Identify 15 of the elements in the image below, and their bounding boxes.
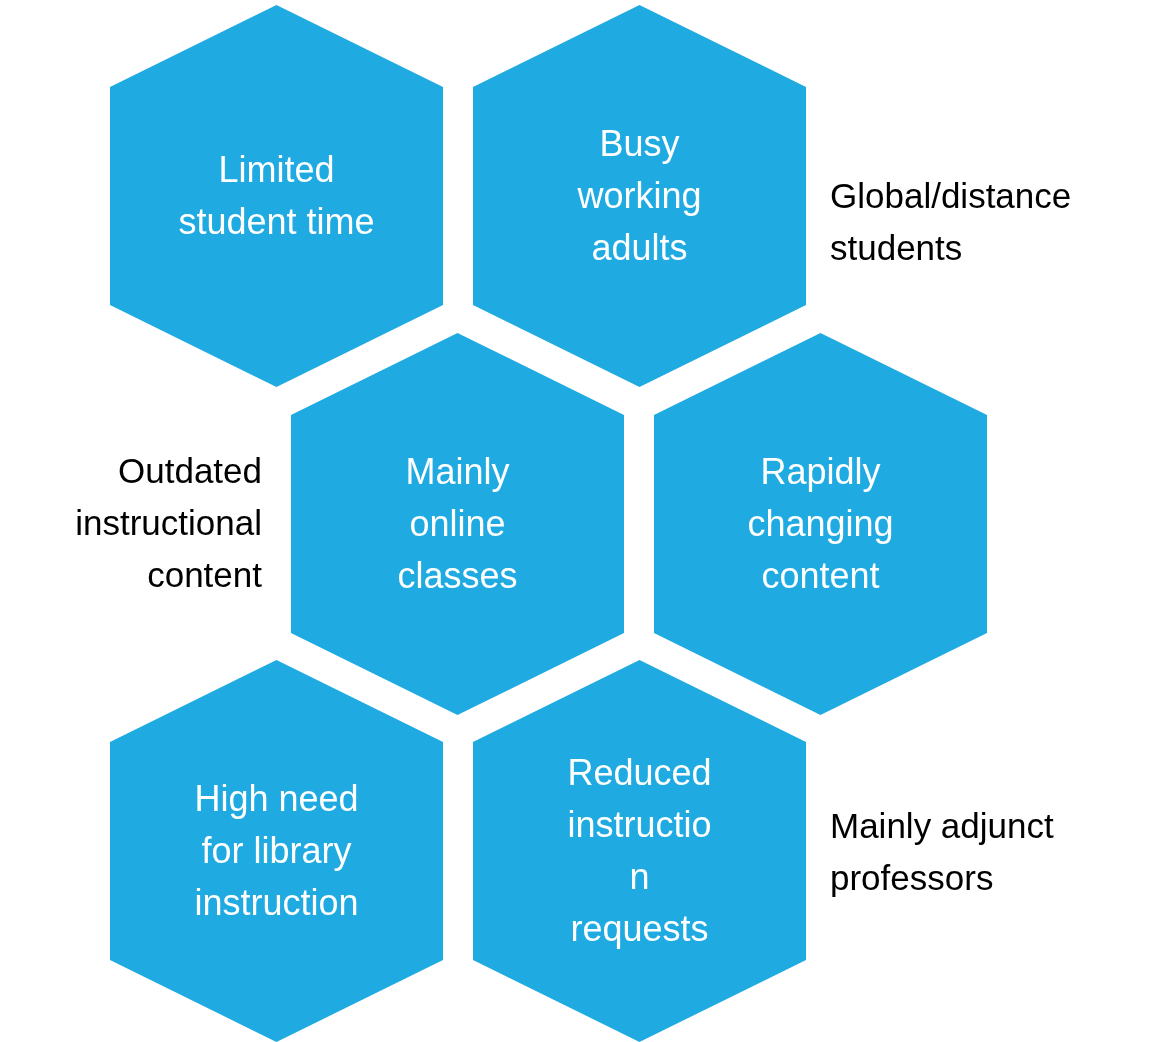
side-caption: Global/distance students [830,175,1073,269]
hexagon-label: Reduced instructio n requests [566,751,713,951]
hexagon-label: Limited student time [177,148,376,244]
hexagon [654,333,987,715]
hexagon [473,5,806,387]
hexagon-label: Busy working adults [576,122,703,270]
hexagon [291,333,624,715]
hexagon-label: Rapidly changing content [746,450,895,598]
side-caption: Mainly adjunct professors [830,805,1055,899]
hexagon [473,660,806,1042]
side-caption: Outdated instructional content [74,450,262,596]
hexagon-label: High need for library instruction [193,777,360,925]
hexagon [110,660,443,1042]
hexagon-label: Mainly online classes [396,450,519,598]
hexagon [110,5,443,387]
